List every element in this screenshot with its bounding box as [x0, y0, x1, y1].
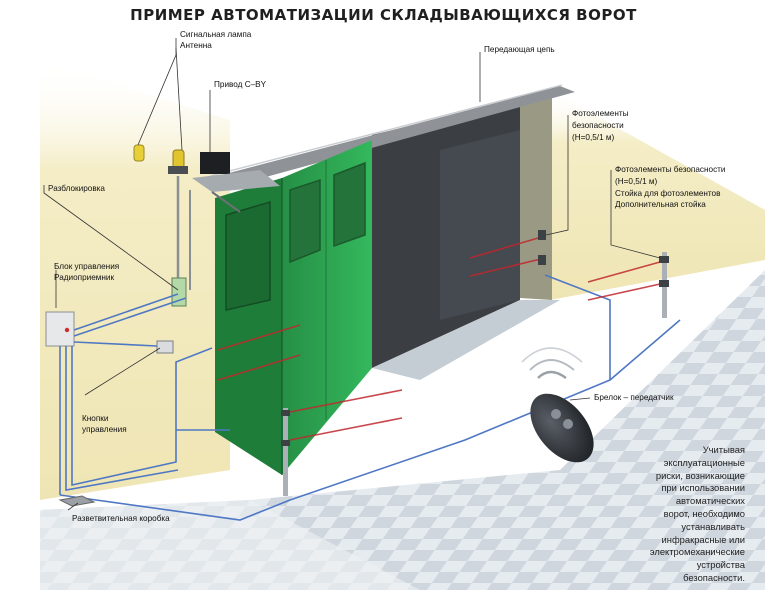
opening-floor [372, 300, 560, 380]
page-title: ПРИМЕР АВТОМАТИЗАЦИИ СКЛАДЫВАЮЩИХСЯ ВОРО… [130, 6, 637, 24]
infrared-beams [217, 235, 661, 441]
photocell-right-top [659, 256, 669, 263]
label-antenna: Антенна [180, 41, 212, 50]
drive-unit [200, 152, 230, 174]
drive-link [211, 191, 241, 213]
safety-note: Учитывая эксплуатационные риски, возника… [649, 444, 745, 583]
label-buttons-2: управления [82, 425, 127, 434]
label-photo-right-2: (Н=0,5/1 м) [615, 177, 658, 186]
remote-fob [521, 347, 594, 463]
opening-inner-light [440, 130, 520, 320]
door-window-3 [225, 200, 271, 311]
label-signal-lamp: Сигнальная лампа [180, 30, 252, 39]
leader-lines [43, 38, 661, 511]
antenna-lamp [172, 149, 185, 169]
label-drive: Привод С–BY [214, 80, 267, 89]
label-photo-right-3: Стойка для фотоэлементов [615, 189, 721, 198]
photocell-left-bottom [281, 440, 290, 446]
control-unit [45, 311, 75, 347]
photocell-left-top [281, 410, 290, 416]
back-wall-right [550, 90, 765, 300]
label-photo-upper-1: Фотоэлементы [572, 109, 629, 118]
chain-highlight [209, 84, 563, 177]
label-photo-right-4: Дополнительная стойка [615, 200, 706, 209]
label-release: Разблокировка [48, 184, 105, 193]
door-window-1 [289, 178, 321, 264]
back-wall-right-edge [520, 92, 552, 300]
antenna-base [168, 166, 188, 174]
door-window-2 [333, 161, 366, 248]
label-photo-upper-3: (Н=0,5/1 м) [572, 133, 615, 142]
label-control-2: Радиоприемник [54, 273, 115, 282]
photocell-post-left [283, 408, 288, 496]
photocell-right-bottom [659, 280, 669, 287]
photocell-upper-1 [538, 230, 546, 240]
photocell-upper-2 [538, 255, 546, 265]
drive-arm [192, 170, 280, 192]
label-photo-right-1: Фотоэлементы безопасности [615, 165, 726, 174]
label-remote: Брелок – передатчик [594, 393, 674, 402]
label-chain: Передающая цепь [484, 45, 555, 54]
transmission-chain [210, 86, 575, 188]
label-junction: Разветвительная коробка [72, 514, 170, 523]
floor-front-fade [40, 500, 420, 590]
control-buttons-box [156, 340, 174, 354]
control-led [64, 327, 70, 333]
junction-box [58, 495, 96, 507]
label-buttons-1: Кнопки [82, 414, 109, 423]
label-photo-upper-2: безопасности [572, 121, 624, 130]
signal-lamp [133, 144, 145, 162]
label-control-1: Блок управления [54, 262, 120, 271]
